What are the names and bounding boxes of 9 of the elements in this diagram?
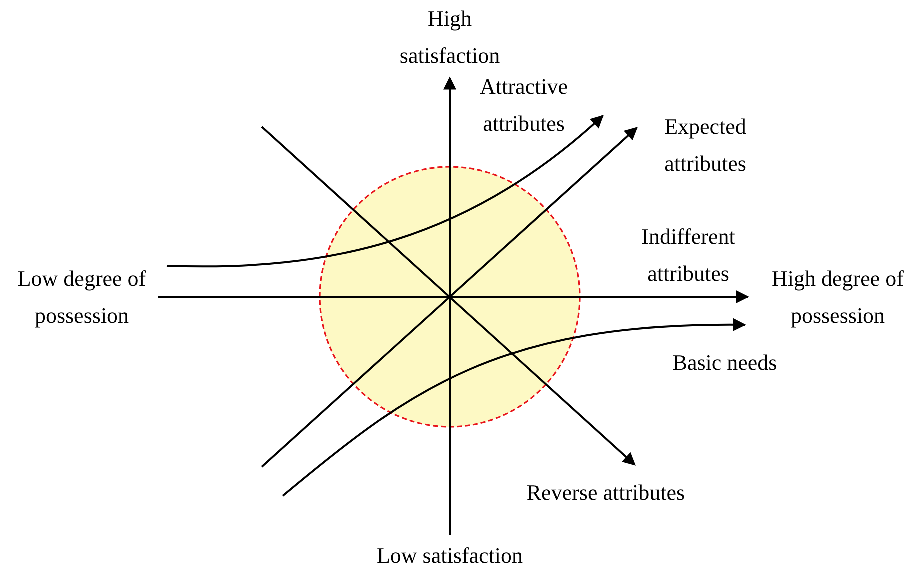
axis-label: High degree of possession (771, 265, 905, 330)
curve-label: Basic needs (672, 349, 778, 377)
curve-label: Reverse attributes (526, 479, 686, 507)
curve-label: Indifferent attributes (640, 223, 736, 288)
axis-label: Low degree of possession (16, 265, 148, 330)
curve-label: Expected attributes (664, 113, 748, 178)
curve-label: Attractive attributes (479, 73, 569, 138)
axis-label: Low satisfaction (376, 542, 524, 570)
axis-label: High satisfaction (398, 5, 502, 70)
